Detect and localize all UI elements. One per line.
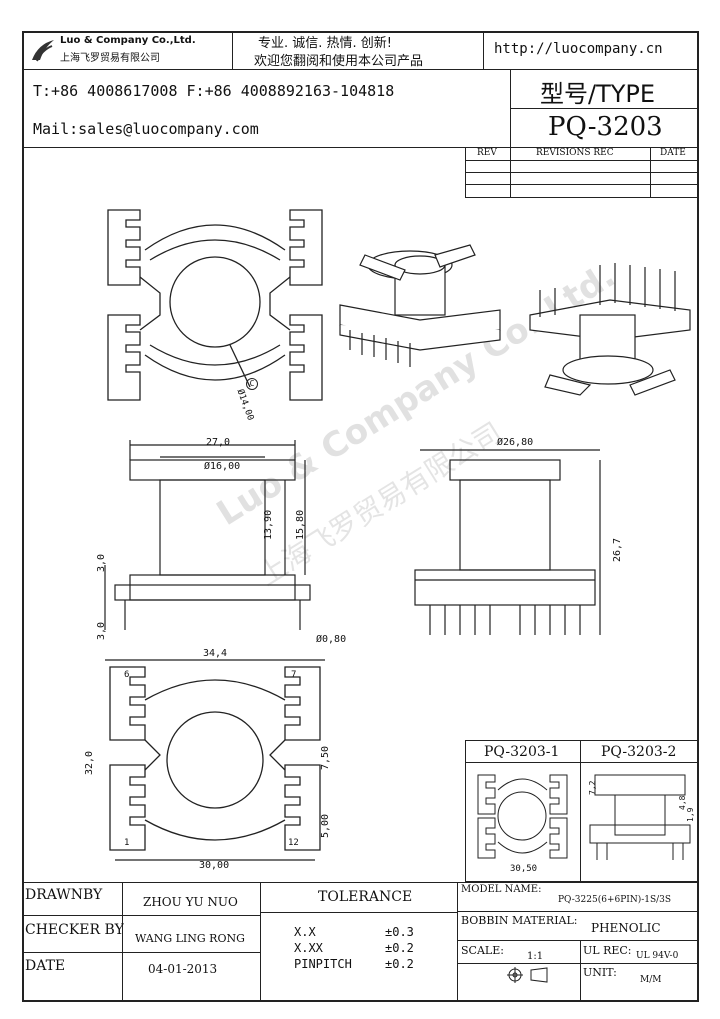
bottom-view-drawing — [105, 659, 325, 861]
dim-16: Ø16,00 — [204, 461, 241, 472]
slogan-line-1: 专业. 诚信. 热情. 创新! — [258, 36, 393, 51]
dim-080: Ø0,80 — [316, 634, 347, 645]
tb-h-scale — [457, 963, 699, 964]
tol-row-1-value: ±0.3 — [385, 925, 414, 939]
rev-table-h3 — [465, 184, 699, 185]
tb-h2 — [22, 952, 260, 953]
date-value: 04-01-2013 — [148, 962, 218, 976]
tolerance-label: TOLERANCE — [318, 889, 413, 905]
dim-27: 27,0 — [206, 437, 231, 448]
model-value: PQ-3225(6+6PIN)-1S/3S — [558, 895, 672, 905]
tb-h-tol — [260, 912, 457, 913]
unit-value: M/M — [640, 975, 662, 985]
contact-divider — [22, 147, 699, 148]
type-label: 型号/TYPE — [540, 80, 656, 108]
rev-col-rev: REV — [477, 148, 497, 158]
date-label: DATE — [25, 958, 66, 974]
dim-30a: 3,0 — [96, 553, 107, 572]
variant-1-label: PQ-3203-1 — [484, 744, 560, 760]
rev-col-date: DATE — [660, 148, 686, 158]
tb-v2 — [260, 882, 261, 1002]
variants-header-line — [465, 762, 699, 763]
dim-1580: 15,80 — [295, 509, 306, 540]
variant-2-dim-c: 1,9 — [686, 807, 695, 822]
header-divider — [22, 69, 699, 70]
scale-label: SCALE: — [461, 944, 504, 957]
tb-h-material — [457, 940, 699, 941]
company-name-cn: 上海飞罗贸易有限公司 — [60, 53, 160, 64]
variant-1-drawing — [477, 774, 568, 859]
model-label: MODEL NAME: — [461, 884, 542, 895]
drawn-by-label: DRAWNBY — [25, 887, 103, 903]
dim-1390: 13,90 — [263, 509, 274, 540]
type-divider-h — [510, 108, 699, 109]
pin-label-12: 12 — [288, 838, 299, 848]
contact-mail[interactable]: Mail:sales@luocompany.com — [33, 120, 259, 138]
contact-phone: T:+86 4008617008 F:+86 4008892163-104818 — [33, 82, 395, 100]
top-view-drawing — [107, 209, 323, 401]
variants-divider — [580, 740, 581, 882]
part-number: PQ-3203 — [548, 112, 663, 142]
variant-2-drawing — [589, 774, 691, 860]
variants-panel — [465, 740, 699, 882]
rev-table-h4 — [465, 197, 699, 198]
unit-label: UNIT: — [583, 966, 617, 979]
variant-2-label: PQ-3203-2 — [601, 744, 677, 760]
front-view-drawing — [414, 449, 601, 635]
dim-30b: 3,0 — [96, 621, 107, 640]
website-link[interactable]: http://luocompany.cn — [494, 41, 663, 57]
header-divider-v2 — [483, 31, 484, 69]
scale-value: 1:1 — [527, 951, 544, 962]
pin-label-1: 1 — [124, 838, 130, 848]
header-divider-v1 — [232, 31, 233, 69]
variant-1-dim: 30,50 — [510, 864, 538, 874]
dim-267: 26,7 — [612, 537, 623, 562]
dim-344: 34,4 — [203, 648, 228, 659]
tb-v3 — [457, 882, 458, 1002]
isometric-view-2 — [529, 263, 691, 396]
tb-v1 — [122, 882, 123, 1002]
dim-750: 7,50 — [320, 745, 331, 770]
rev-table-h1 — [465, 160, 699, 161]
rev-table-h2 — [465, 172, 699, 173]
tol-row-3-value: ±0.2 — [385, 957, 414, 971]
tb-v-ul — [580, 940, 581, 1002]
tol-row-2-label: X.XX — [294, 941, 323, 955]
material-value: PHENOLIC — [591, 921, 661, 935]
dim-500: 5,00 — [320, 813, 331, 838]
pin-label-6: 6 — [124, 670, 130, 680]
checker-value: WANG LING RONG — [135, 932, 245, 945]
drawn-by-value: ZHOU YU NUO — [143, 895, 238, 909]
title-block-top — [22, 882, 699, 883]
material-label: BOBBIN MATERIAL: — [461, 914, 578, 927]
tol-row-3-label: PINPITCH — [294, 957, 352, 971]
tol-row-1-label: X.X — [294, 925, 316, 939]
ul-label: UL REC: — [583, 944, 632, 957]
ul-value: UL 94V-0 — [636, 951, 679, 961]
checker-label: CHECKER BY — [25, 922, 124, 938]
company-name-en: Luo & Company Co.,Ltd. — [60, 35, 196, 46]
marker-c: C — [246, 378, 258, 390]
slogan-line-2: 欢迎您翻阅和使用本公司产品 — [254, 54, 424, 69]
tol-row-2-value: ±0.2 — [385, 941, 414, 955]
company-logo-icon — [32, 40, 54, 62]
isometric-view-1 — [339, 244, 501, 367]
dim-320: 32,0 — [84, 750, 95, 775]
dim-3000: 30,00 — [199, 860, 230, 871]
pin-label-7: 7 — [291, 670, 297, 680]
projection-symbol-icon — [507, 967, 548, 983]
tb-h-model — [457, 911, 699, 912]
side-view-drawing — [104, 440, 311, 630]
drawing-frame — [22, 31, 699, 1002]
tb-h1 — [22, 915, 260, 916]
variant-2-dim-a: 7,2 — [588, 780, 597, 795]
dim-2680: Ø26,80 — [497, 437, 534, 448]
rev-col-rec: REVISIONS REC — [536, 148, 614, 158]
